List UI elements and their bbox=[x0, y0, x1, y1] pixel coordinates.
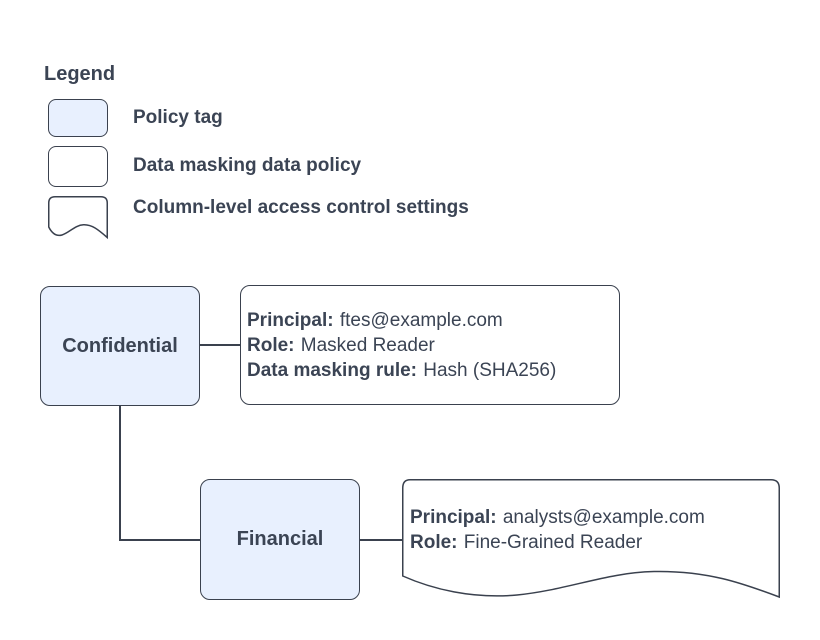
node-confidential-label: Confidential bbox=[62, 334, 178, 357]
masking-policy-principal: Principal:ftes@example.com bbox=[247, 309, 503, 331]
node-access-settings: Principal:analysts@example.com Role:Fine… bbox=[402, 479, 780, 580]
masking-policy-role: Role:Masked Reader bbox=[247, 334, 435, 356]
node-financial: Financial bbox=[200, 479, 360, 600]
masking-policy-rule: Data masking rule:Hash (SHA256) bbox=[247, 359, 557, 381]
access-settings-principal: Principal:analysts@example.com bbox=[410, 506, 705, 528]
data-policy-swatch bbox=[48, 146, 108, 187]
access-settings-role: Role:Fine-Grained Reader bbox=[410, 531, 643, 553]
connector-financial-to-access-settings bbox=[360, 539, 402, 541]
legend-item-data-masking-policy: Data masking data policy bbox=[133, 155, 362, 176]
node-financial-label: Financial bbox=[236, 528, 324, 550]
legend-item-policy-tag: Policy tag bbox=[133, 107, 223, 128]
connector-confidential-to-masking-policy bbox=[200, 344, 240, 346]
legend-item-column-access: Column-level access control settings bbox=[133, 197, 469, 218]
document-swatch bbox=[48, 196, 108, 240]
policy-tag-swatch bbox=[48, 99, 108, 137]
document-shape bbox=[402, 479, 780, 599]
legend-title: Legend bbox=[44, 63, 116, 85]
connector-confidential-to-financial-vertical bbox=[119, 406, 121, 541]
node-confidential: Confidential bbox=[40, 286, 200, 406]
connector-confidential-to-financial-horizontal bbox=[119, 539, 200, 541]
node-masking-policy: Principal:ftes@example.com Role:Masked R… bbox=[240, 285, 620, 405]
